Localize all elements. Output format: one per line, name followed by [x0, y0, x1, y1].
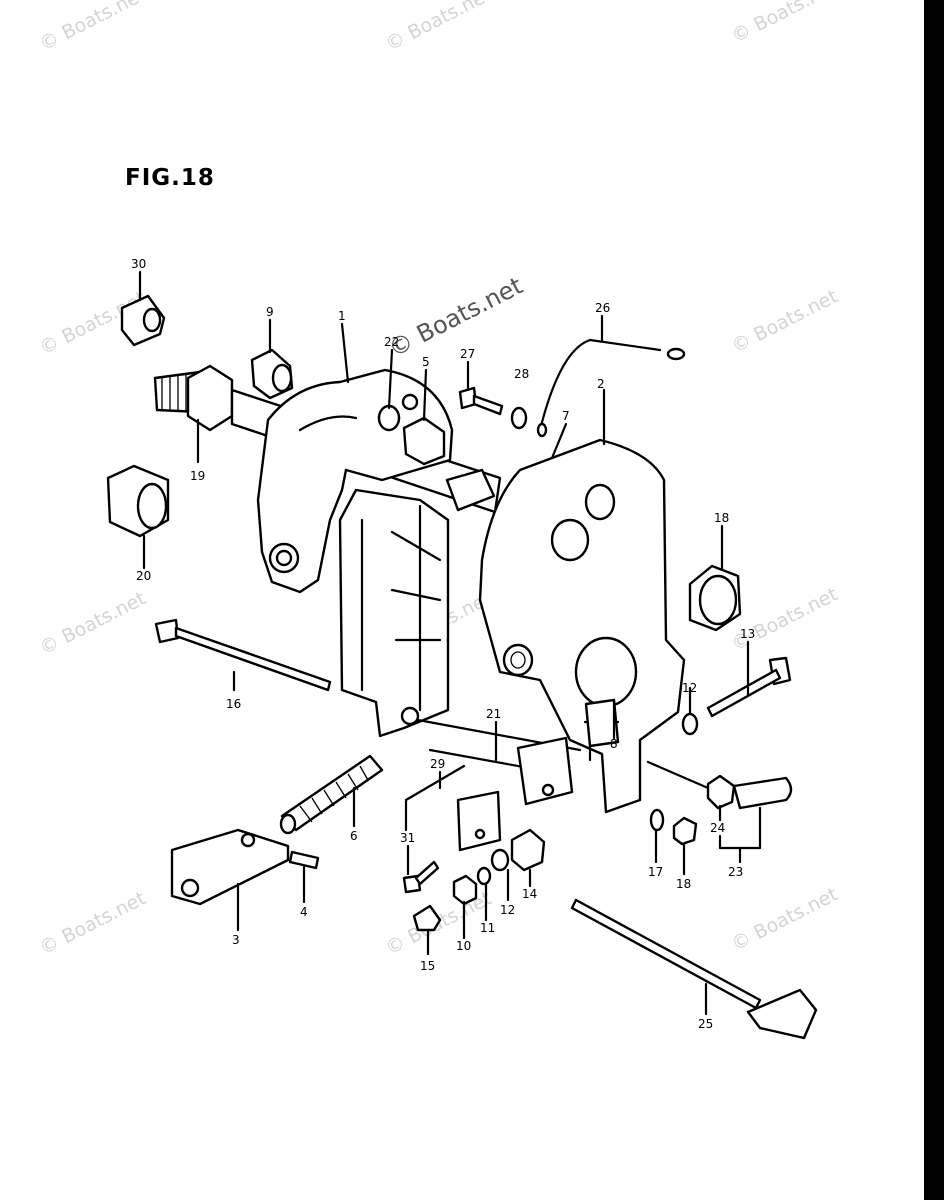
part-27-ground-wire: [536, 338, 686, 438]
part-29-washer: [510, 406, 528, 430]
callout-17: 17: [648, 865, 663, 879]
part-3-link-plate: [170, 828, 290, 906]
part-12-washer: [681, 712, 699, 736]
callout-20: 19: [190, 469, 205, 483]
callout-11: 11: [480, 921, 495, 935]
callout-13: 13: [740, 627, 755, 641]
callout-21: 20: [136, 569, 151, 583]
callout-8: 8: [610, 737, 618, 751]
part-21-nut: [106, 464, 170, 538]
callout-10: 10: [456, 939, 471, 953]
callout-27: 26: [595, 301, 610, 315]
callout-1: 1: [338, 309, 346, 323]
part-30-plate: [456, 790, 502, 852]
diagram-sheet: [0, 0, 924, 1200]
part-15-collar: [510, 828, 546, 872]
callout-25: 24: [710, 821, 725, 835]
part-19-nut: [688, 564, 742, 632]
part-14-cap: [412, 904, 442, 932]
callout-5: 5: [422, 355, 430, 369]
part-17-washer: [649, 808, 665, 832]
callout-26: 25: [698, 1017, 713, 1031]
part-16-long-bolt: [154, 618, 332, 692]
part-10-nut: [452, 874, 478, 906]
leader-lines: [138, 270, 762, 1016]
callout-24: 23: [728, 865, 743, 879]
part-25-fitting: [706, 774, 736, 810]
callout-16: 16: [226, 697, 241, 711]
part-26-trim-sensor: [570, 898, 818, 1040]
parts-diagram: 30 9 1 22 5 27 28 26 2 7 19 20 18 16 13 …: [106, 257, 818, 1040]
callout-labels: 30 9 1 22 5 27 28 26 2 7 19 20 18 16 13 …: [131, 257, 755, 1031]
part-11-washer: [476, 866, 492, 886]
callout-6: 6: [350, 829, 358, 843]
callout-12b: 12: [500, 903, 515, 917]
callout-28: 27: [460, 347, 475, 361]
part-8-stopper: [516, 698, 620, 806]
page-edge-bar: [924, 0, 944, 1200]
part-24-hose: [646, 760, 793, 810]
callout-22: 21: [486, 707, 501, 721]
callout-23: 22: [384, 335, 399, 349]
part-2-right-bracket: [478, 438, 686, 814]
callout-19: 18: [714, 511, 729, 525]
callout-4: 4: [300, 905, 308, 919]
callout-32: 30: [131, 257, 146, 271]
part-18-nut: [672, 816, 698, 846]
part-23-washer: [377, 404, 401, 432]
callout-12: 12: [682, 681, 697, 695]
part-9-bushing: [250, 348, 294, 400]
callout-3: 3: [232, 933, 240, 947]
part-32-nut: [120, 294, 166, 347]
callout-29: 28: [514, 367, 529, 381]
part-28-bolt: [458, 386, 504, 416]
part-13-bolt: [706, 656, 792, 718]
figure-title: FIG.18: [125, 165, 215, 191]
callout-9: 9: [266, 305, 274, 319]
callout-14: 15: [420, 959, 435, 973]
callout-15: 14: [522, 887, 537, 901]
callout-7: 7: [562, 409, 570, 423]
part-31-bolt: [402, 860, 440, 894]
callout-18: 18: [676, 877, 691, 891]
callout-31: 31: [400, 831, 415, 845]
part-4-pin: [288, 850, 320, 870]
callout-2: 2: [597, 377, 605, 391]
part-6-threaded-rod: [279, 754, 384, 835]
callout-30: 29: [430, 757, 445, 771]
part-12-washer-b: [490, 848, 510, 872]
